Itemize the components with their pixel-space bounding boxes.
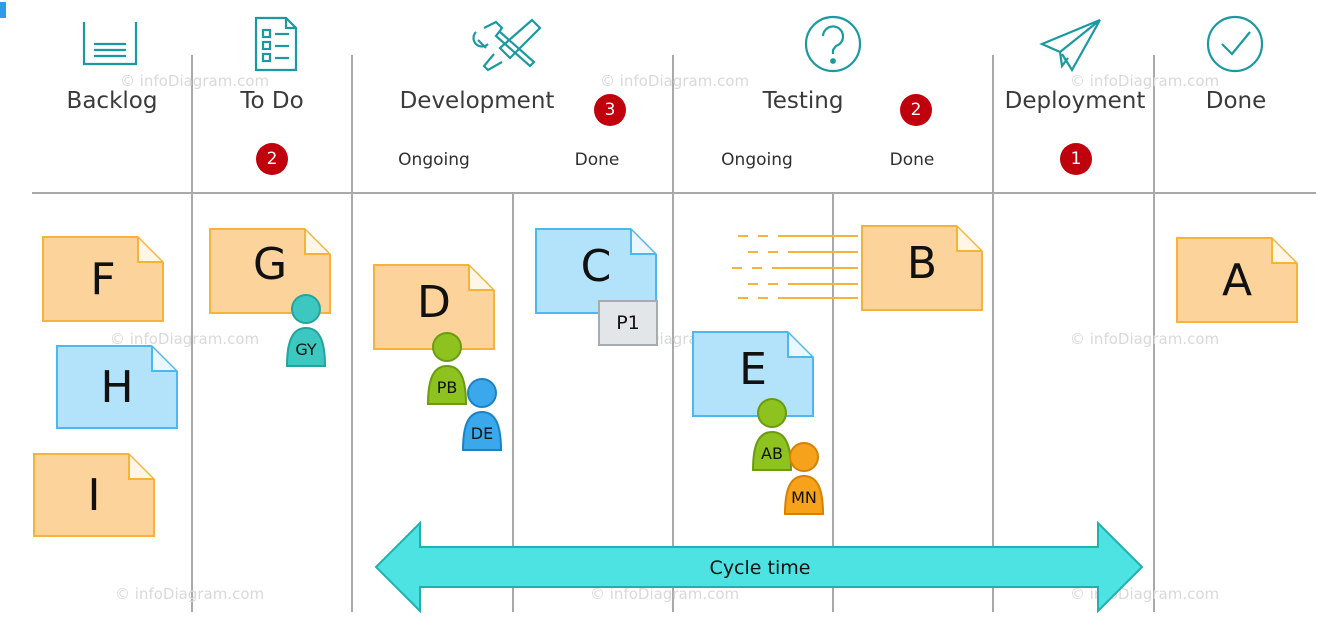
subcolumn-title-dev-ongoing: Ongoing xyxy=(398,150,470,170)
wip-badge-development: 3 xyxy=(594,94,626,126)
wip-badge-deployment: 1 xyxy=(1060,143,1092,175)
priority-tag: P1 xyxy=(598,300,658,346)
assignee-avatar-MN: MN xyxy=(777,440,831,518)
cycle-time-label: Cycle time xyxy=(709,557,811,579)
task-card-E[interactable]: E xyxy=(692,331,814,417)
column-title-testing: Testing xyxy=(762,88,844,114)
assignee-avatar-PB: PB xyxy=(420,330,474,408)
watermark: © infoDiagram.com xyxy=(115,585,265,603)
subcolumn-title-dev-done: Done xyxy=(574,150,620,170)
subcolumn-title-test-ongoing: Ongoing xyxy=(721,150,793,170)
column-title-development: Development xyxy=(399,88,555,114)
assignee-initials: AB xyxy=(761,444,783,463)
wip-badge-testing: 2 xyxy=(900,94,932,126)
wip-badge-todo: 2 xyxy=(256,143,288,175)
column-icons xyxy=(82,15,1264,73)
column-title-todo: To Do xyxy=(240,88,304,114)
assignee-avatar-DE: DE xyxy=(455,376,509,454)
assignee-avatar-GY: GY xyxy=(279,292,333,370)
watermark: © infoDiagram.com xyxy=(600,72,750,90)
checklist-icon xyxy=(254,16,298,72)
question-icon xyxy=(804,15,862,73)
column-title-done: Done xyxy=(1205,88,1267,114)
card-label: I xyxy=(35,455,153,535)
assignee-initials: PB xyxy=(436,378,458,397)
motion-lines xyxy=(732,235,858,299)
assignee-avatar-AB: AB xyxy=(745,396,799,474)
column-title-backlog: Backlog xyxy=(66,88,158,114)
assignee-initials: GY xyxy=(295,340,317,359)
subcolumn-title-test-done: Done xyxy=(889,150,935,170)
card-label: B xyxy=(863,227,981,309)
checkmark-icon xyxy=(1206,15,1264,73)
column-title-deployment: Deployment xyxy=(1004,88,1146,114)
assignee-initials: MN xyxy=(791,488,817,507)
paper-plane-icon xyxy=(1039,18,1101,73)
assignee-initials: DE xyxy=(470,424,494,443)
watermark: © infoDiagram.com xyxy=(1070,330,1220,348)
corner-mark xyxy=(0,2,6,18)
watermark: © infoDiagram.com xyxy=(110,330,260,348)
tools-icon xyxy=(472,18,542,72)
task-card-I[interactable]: I xyxy=(33,453,155,537)
watermark: © infoDiagram.com xyxy=(1070,72,1220,90)
basket-icon xyxy=(82,22,138,66)
watermark: © infoDiagram.com xyxy=(590,585,740,603)
watermark: © infoDiagram.com xyxy=(120,72,270,90)
